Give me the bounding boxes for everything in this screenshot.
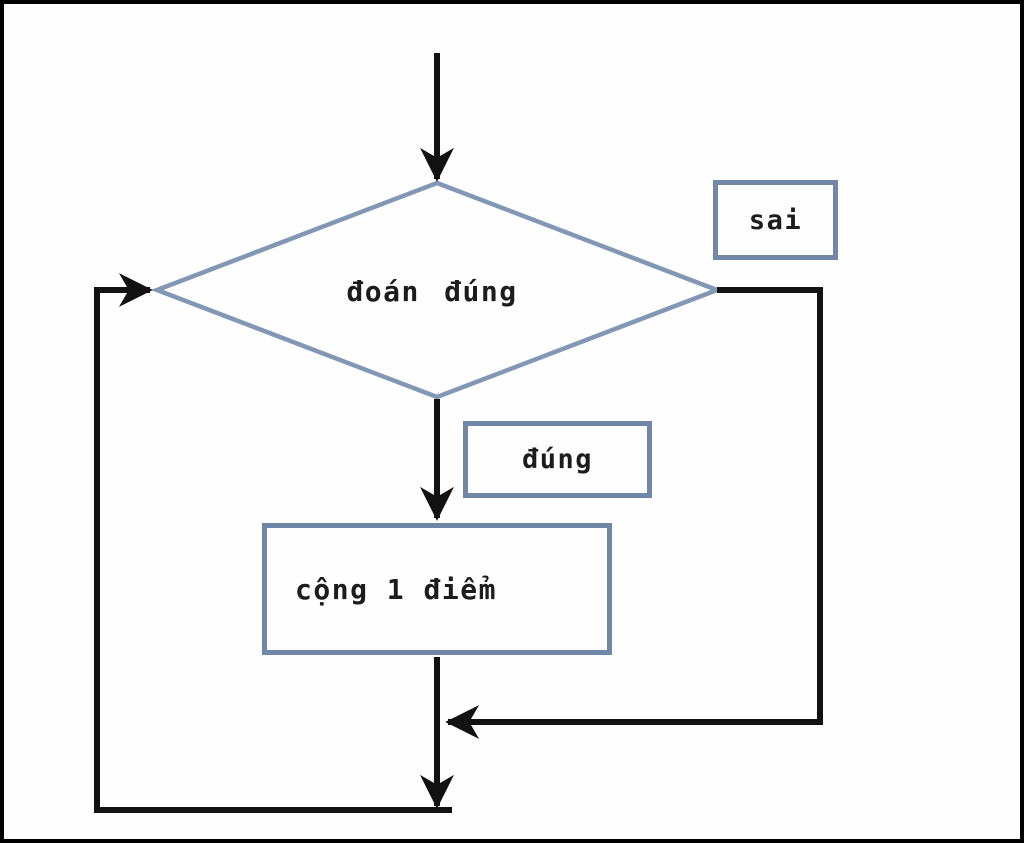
decision-label: đoán đúng <box>346 274 518 308</box>
true-branch-label-box: đúng <box>463 421 652 498</box>
connector-loop-back <box>94 273 452 813</box>
true-branch-label: đúng <box>521 444 594 475</box>
false-branch-label-box: sai <box>713 180 838 260</box>
process-label: cộng 1 điểm <box>295 572 497 606</box>
decision-diamond <box>150 180 724 400</box>
connector-false-branch <box>445 287 823 739</box>
false-branch-label: sai <box>748 204 803 236</box>
process-box: cộng 1 điểm <box>262 523 612 655</box>
